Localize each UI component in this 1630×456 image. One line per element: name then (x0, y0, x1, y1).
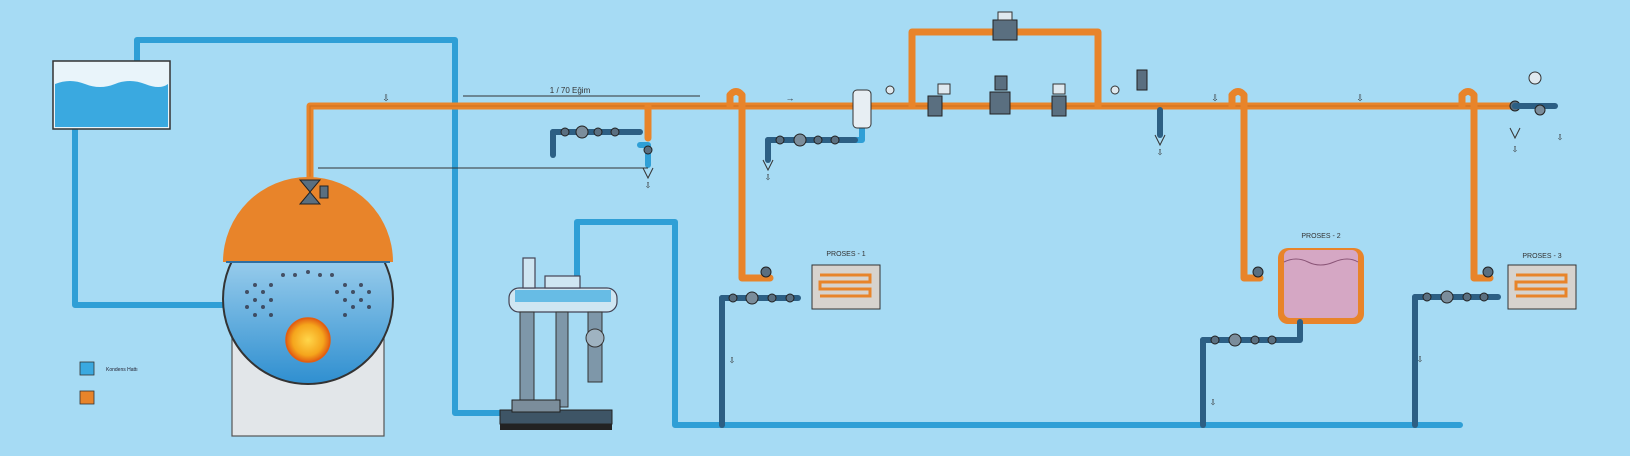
condensate-dark-lines (550, 129, 1418, 428)
svg-text:⇩: ⇩ (645, 181, 652, 190)
legend-condensate-swatch (79, 361, 95, 376)
end-of-line-trap: ⇩ ⇩ (1509, 71, 1564, 154)
process-3-label: PROSES - 3 (1522, 253, 1561, 260)
condensate-pump-unit (499, 257, 618, 430)
trap-set-p1: ⇩ (719, 266, 801, 365)
svg-text:⇩: ⇩ (1417, 355, 1424, 364)
boiler-main-valve (298, 179, 329, 205)
svg-text:⇩: ⇩ (765, 173, 772, 182)
trap-set-2: ⇩ (762, 133, 858, 182)
svg-text:⇩: ⇩ (729, 356, 736, 365)
svg-text:⇩: ⇩ (1512, 145, 1519, 154)
process-1: PROSES - 1 (811, 251, 881, 310)
prv-station (885, 11, 1120, 117)
svg-text:⇩: ⇩ (1157, 148, 1164, 157)
flow-rate-label: 1 / 70 Eğim (550, 86, 591, 95)
svg-text:⇩: ⇩ (1356, 93, 1364, 103)
legend-steam-swatch (79, 390, 95, 405)
svg-text:⇩: ⇩ (1211, 93, 1219, 103)
feed-water-tank (52, 60, 171, 130)
process-2-label: PROSES - 2 (1301, 233, 1340, 240)
separator (852, 89, 872, 129)
trap-set-1: ⇩ (550, 125, 654, 190)
safety-valve: ⇩ (1136, 69, 1166, 157)
process-3: PROSES - 3 (1507, 253, 1577, 310)
boiler (222, 177, 394, 437)
process-1-label: PROSES - 1 (826, 251, 865, 258)
trap-set-p2: ⇩ (1200, 266, 1303, 407)
flow-arrows: ⇩ → ⇩ ⇩ (382, 93, 1364, 103)
svg-text:⇩: ⇩ (1210, 398, 1217, 407)
legend: Kondens Hattı (79, 361, 138, 405)
svg-text:⇩: ⇩ (1557, 133, 1564, 142)
steam-lines (306, 28, 1519, 282)
legend-condensate-label: Kondens Hattı (106, 367, 138, 373)
process-2: PROSES - 2 (1278, 233, 1364, 324)
svg-text:→: → (786, 93, 795, 103)
svg-text:⇩: ⇩ (382, 93, 390, 103)
trap-set-p3: ⇩ (1412, 266, 1501, 364)
